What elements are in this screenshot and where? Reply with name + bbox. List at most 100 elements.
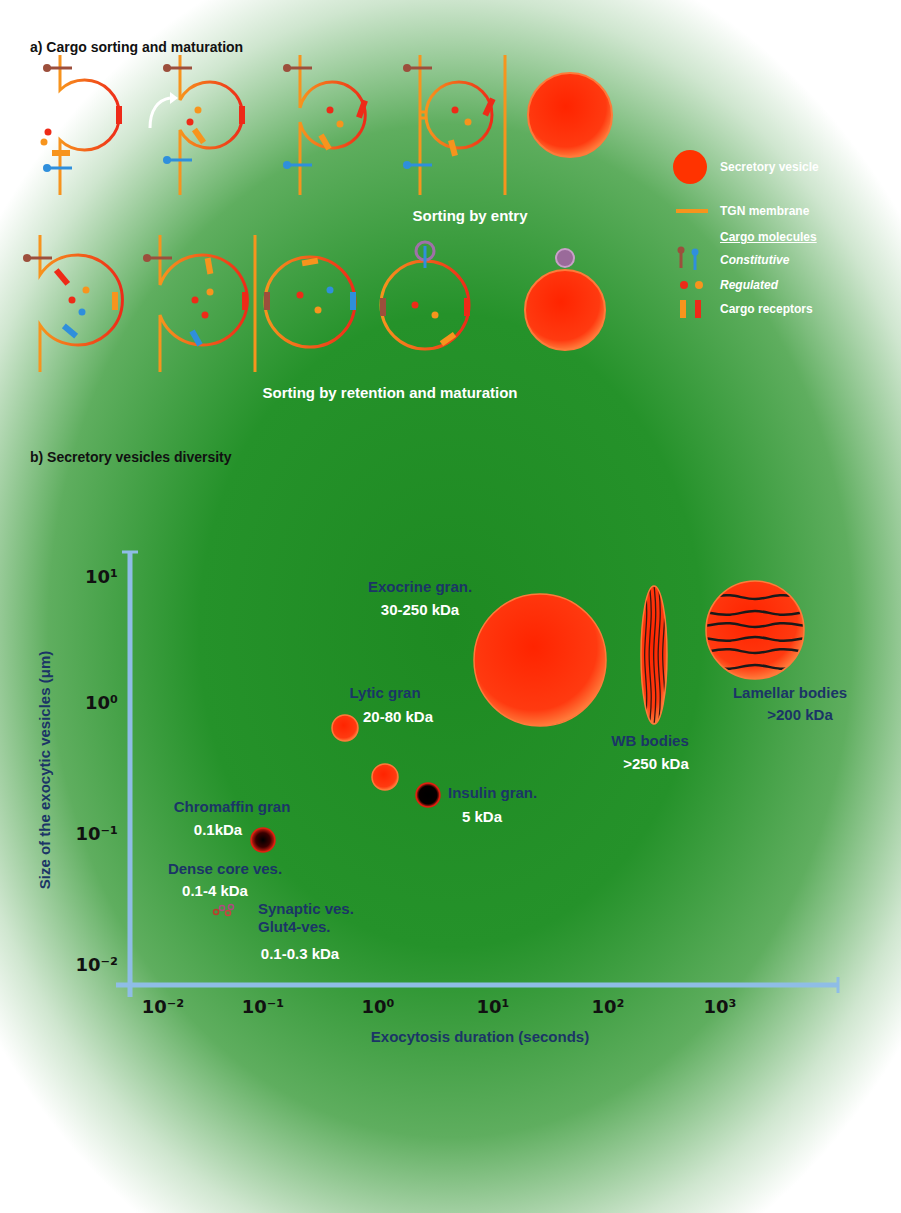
sorting-arrow <box>150 98 170 128</box>
budding-vesicle <box>160 235 247 372</box>
legend-label: Constitutive <box>720 251 789 269</box>
regulated-cargo <box>187 119 194 126</box>
cargo-receptor <box>264 292 270 310</box>
vesicle-shape <box>250 827 276 853</box>
secretory-vesicle <box>525 270 605 350</box>
vesicle-name: Dense core ves. <box>168 860 282 878</box>
budding-vesicle <box>40 235 122 372</box>
cargo-size: >200 kDa <box>767 706 832 724</box>
constitutive-cargo <box>403 161 411 169</box>
clathrin-bud <box>556 249 574 267</box>
cargo-receptor <box>189 330 202 347</box>
lamella <box>705 649 805 653</box>
cargo-size: 0.1kDa <box>194 821 242 839</box>
constitutive-cargo <box>283 64 291 72</box>
vesicle-circle <box>372 764 398 790</box>
constitutive-cargo <box>30 257 52 260</box>
tgn-membrane <box>419 55 422 195</box>
vesicle-circle <box>474 594 606 726</box>
vesicle-name: Chromaffin gran <box>174 798 291 816</box>
cargo-receptor <box>356 100 368 119</box>
lamella <box>705 665 805 669</box>
axis-title: Size of the exocytic vesicles (μm) <box>36 651 54 889</box>
cargo-receptor <box>239 106 245 124</box>
regulated-cargo <box>45 129 52 136</box>
vesicle-shape <box>331 714 359 742</box>
constitutive-cargo <box>410 164 432 167</box>
regulated-cargo <box>327 287 334 294</box>
tick-label: 10⁰ <box>85 694 118 712</box>
wb-body <box>641 586 667 724</box>
tick-label: 10⁻² <box>142 998 184 1016</box>
heading: b) Secretory vesicles diversity <box>30 448 232 466</box>
cargo-receptor <box>242 292 248 310</box>
regulated-cargo <box>192 297 199 304</box>
regulated-cargo <box>327 107 334 114</box>
cargo-size: >250 kDa <box>623 755 688 773</box>
vesicle-name: Lytic gran <box>349 684 420 702</box>
regulated-cargo <box>195 107 202 114</box>
vesicle-shape <box>415 782 441 808</box>
constitutive-cargo <box>150 257 172 260</box>
regulated-cargo <box>452 107 459 114</box>
constitutive-cargo <box>290 67 312 70</box>
vesicle-name: Exocrine gran. <box>368 578 472 596</box>
constitutive-cargo <box>283 161 291 169</box>
regulated-cargo <box>412 302 419 309</box>
wb-filament <box>654 585 656 725</box>
vesicle-shape <box>640 585 668 725</box>
cargo-size: 30-250 kDa <box>381 601 459 619</box>
legend-sample-receptor <box>695 300 701 318</box>
sorting-arrow <box>170 92 178 104</box>
lamella <box>705 623 805 627</box>
vesicle-node: Exocrine gran.30-250 kDa <box>473 593 607 727</box>
legend-label: Cargo receptors <box>720 300 813 318</box>
cargo-receptor <box>302 258 319 267</box>
cargo-receptor <box>464 298 470 316</box>
cargo-receptor <box>448 139 458 156</box>
heading: Cargo molecules <box>720 228 817 246</box>
legend-label: Regulated <box>720 276 778 294</box>
cargo-size: 0.1-0.3 kDa <box>261 945 339 963</box>
wb-filament <box>658 585 660 725</box>
cargo-size: 0.1-4 kDa <box>182 882 248 900</box>
heading: a) Cargo sorting and maturation <box>30 38 243 56</box>
separator <box>254 235 257 372</box>
small-vesicle <box>226 911 231 916</box>
lamella <box>705 611 805 615</box>
cargo-receptor <box>380 298 386 316</box>
tick-label: 10¹ <box>85 568 118 586</box>
constitutive-cargo <box>410 67 432 70</box>
vesicle-circle <box>332 715 358 741</box>
constitutive-cargo <box>290 164 312 167</box>
cargo-receptor <box>318 134 331 151</box>
heading: Sorting by retention and maturation <box>262 384 517 402</box>
constitutive-cargo <box>50 67 72 70</box>
tick-label: 10⁻² <box>76 956 118 974</box>
regulated-cargo <box>202 312 209 319</box>
lamella <box>705 637 805 641</box>
wb-filament <box>645 585 647 725</box>
vesicle-node: Chromaffin gran0.1kDa <box>371 763 399 791</box>
vesicle-node: Insulin gran.5 kDa <box>415 782 441 808</box>
small-vesicle <box>214 910 219 915</box>
legend-swatch <box>673 150 707 184</box>
vesicle-node: Synaptic ves. Glut4-ves.0.1-0.3 kDa <box>212 906 232 918</box>
cargo-receptor <box>62 324 78 339</box>
vesicle-node: Lamellar bodies>200 kDa <box>705 580 805 680</box>
regulated-cargo <box>69 297 76 304</box>
constitutive-cargo <box>43 64 51 72</box>
cargo-receptor <box>482 98 495 117</box>
legend-label: TGN membrane <box>720 202 809 220</box>
regulated-cargo <box>297 292 304 299</box>
axis-title: Exocytosis duration (seconds) <box>371 1028 589 1046</box>
budding-vesicle <box>180 55 242 195</box>
vesicle-node: Dense core ves.0.1-4 kDa <box>250 827 276 853</box>
cargo-receptor <box>112 292 118 310</box>
regulated-cargo <box>207 289 214 296</box>
wb-filament <box>649 585 651 725</box>
regulated-cargo <box>465 119 472 126</box>
cargo-receptor <box>192 128 206 145</box>
